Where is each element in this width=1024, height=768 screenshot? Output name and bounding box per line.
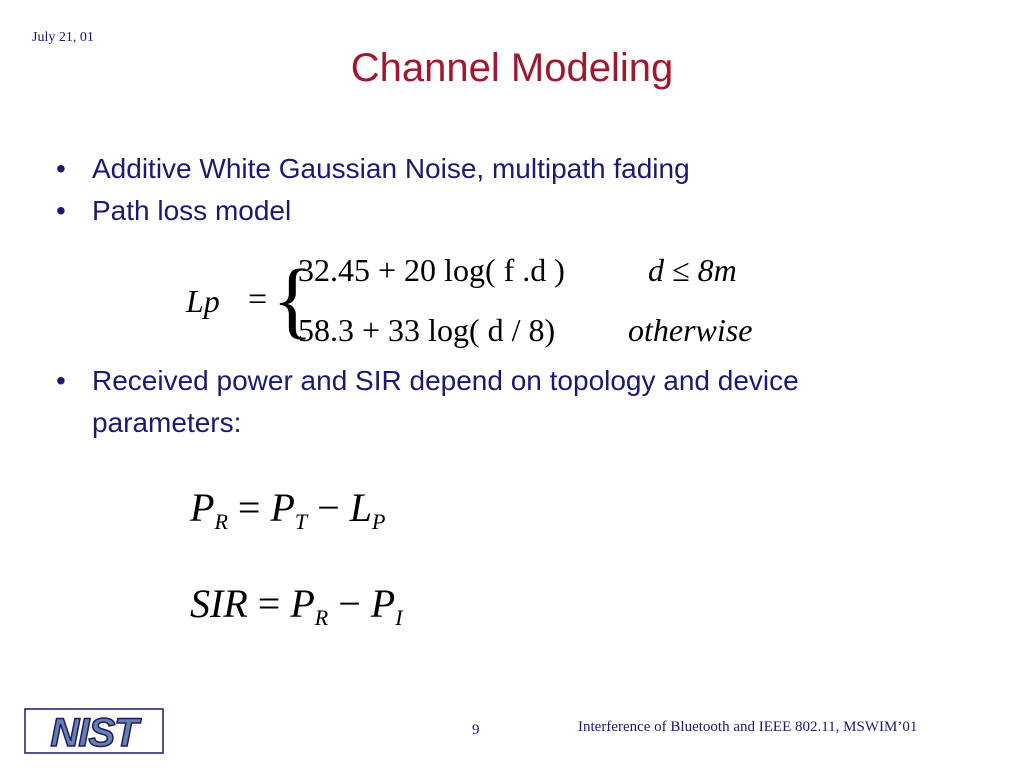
slide-date: July 21, 01: [32, 30, 94, 45]
bullet-text: Received power and SIR depend on topolog…: [92, 365, 799, 438]
bullet-list: • Additive White Gaussian Noise, multipa…: [52, 148, 912, 232]
formula-subscript: T: [294, 509, 308, 534]
bullet-item-received-power: • Received power and SIR depend on topol…: [52, 360, 912, 444]
nist-logo-text: NIST: [50, 711, 142, 754]
footer-text: Interference of Bluetooth and IEEE 802.1…: [578, 719, 918, 735]
bullet-text: Path loss model: [92, 195, 292, 226]
formula-symbol: L: [349, 485, 372, 530]
formula-lp-equals: =: [248, 281, 268, 318]
formula-operator: −: [317, 485, 340, 530]
slide-title: Channel Modeling: [350, 46, 674, 90]
formula-symbol: SIR: [190, 581, 248, 626]
nist-logo: NIST: [24, 708, 164, 754]
page-number: 9: [472, 722, 480, 738]
formula-case-1: 32.45 + 20 log( f .d ) d ≤ 8m: [298, 252, 737, 289]
formula-subscript: R: [314, 605, 329, 630]
formula-case-2-condition: otherwise: [628, 312, 753, 348]
formula-case-2: 58.3 + 33 log( d / 8) otherwise: [298, 312, 752, 349]
formula-operator: =: [257, 581, 281, 626]
formula-subscript: I: [395, 605, 403, 630]
formula-symbol: P: [370, 581, 396, 626]
formula-symbol: P: [190, 485, 215, 530]
formula-operator: −: [338, 581, 361, 626]
bullet-marker: •: [56, 153, 66, 184]
formula-symbol: P: [270, 485, 295, 530]
formula-symbol: P: [290, 581, 315, 626]
bullet-row: • Received power and SIR depend on topol…: [52, 360, 912, 444]
formula-operator: =: [237, 485, 261, 530]
formula-subscript: R: [214, 509, 228, 534]
bullet-item-awgn: • Additive White Gaussian Noise, multipa…: [52, 148, 912, 190]
formula-sir: SIR = PR − PI: [190, 580, 403, 631]
formula-case-1-expr: 32.45 + 20 log( f .d ): [298, 252, 565, 288]
bullet-text: Additive White Gaussian Noise, multipath…: [92, 153, 690, 184]
bullet-marker: •: [56, 365, 66, 396]
formula-case-1-condition: d ≤ 8m: [648, 252, 737, 288]
bullet-marker: •: [56, 195, 66, 226]
bullet-item-path-loss: • Path loss model: [52, 190, 912, 232]
formula-lp-lhs: Lp: [186, 283, 220, 319]
formula-brace: {: [272, 251, 314, 347]
formula-subscript: P: [371, 509, 386, 534]
formula-case-2-expr: 58.3 + 33 log( d / 8): [298, 312, 556, 348]
formula-received-power: PR = PT − LP: [190, 484, 385, 535]
